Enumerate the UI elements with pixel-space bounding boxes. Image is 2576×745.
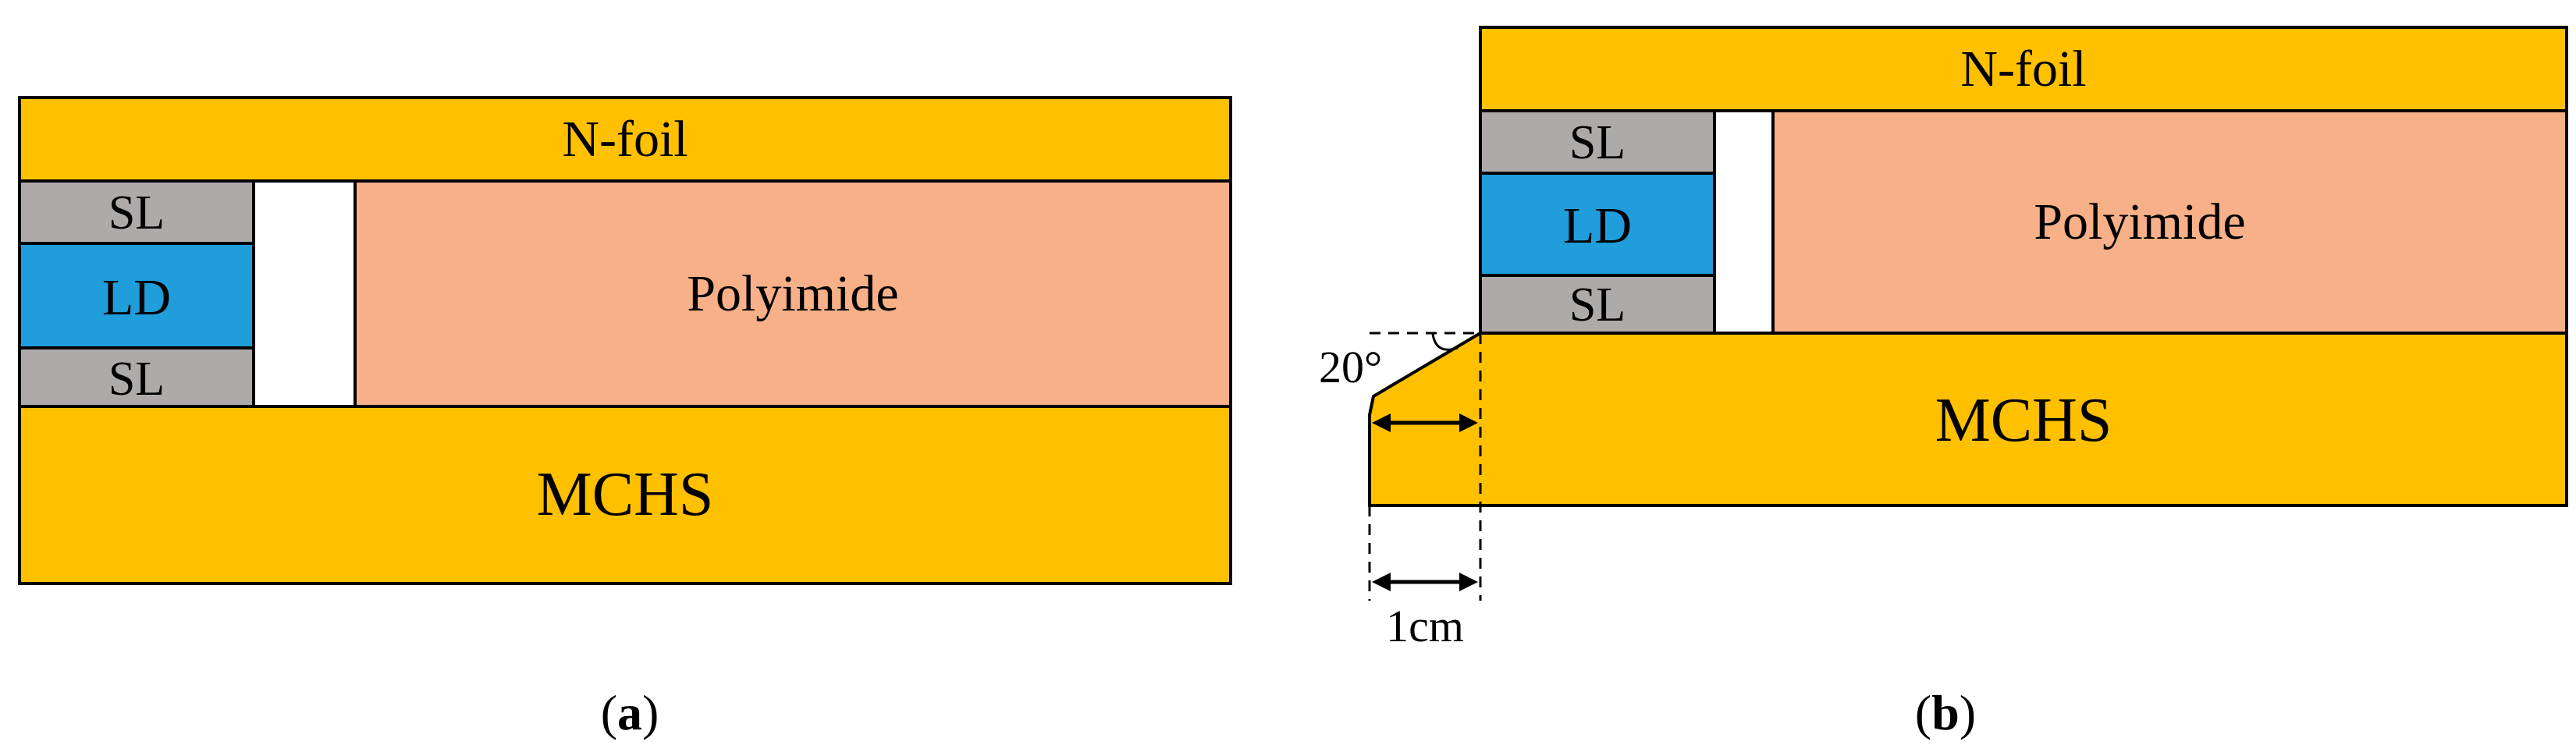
panel-a-nfoil-layer xyxy=(18,96,1232,183)
panel-a-ld-block xyxy=(18,242,255,349)
panel-a-caption-letter: a xyxy=(617,685,642,740)
panel-b-ld-label: LD xyxy=(1563,197,1632,254)
panel-a-gap xyxy=(252,179,357,408)
panel-b-mchs-label: MCHS xyxy=(1935,386,2112,455)
panel-a-sl-top-block xyxy=(18,179,255,245)
panel-b-sl-bottom-label: SL xyxy=(1569,278,1626,332)
panel-b-polyimide-layer xyxy=(1771,109,2568,335)
panel-a-caption: (a) xyxy=(601,685,659,740)
panel-b-dimension-arrow xyxy=(1372,573,1478,591)
panel-b: N-foil SL LD SL Polyimide MCHS 20° 1cm (… xyxy=(1319,26,2568,740)
panel-b-angle-label: 20° xyxy=(1319,342,1382,392)
panel-a-nfoil-label: N-foil xyxy=(562,111,688,168)
panel-b-sl-top-label: SL xyxy=(1569,116,1626,169)
panel-b-polyimide-label: Polyimide xyxy=(2034,193,2245,250)
panel-a-polyimide-layer xyxy=(354,179,1232,408)
panel-a-sl-top-label: SL xyxy=(108,186,165,239)
panel-b-caption-letter: b xyxy=(1931,685,1960,740)
panel-b-sl-top-block xyxy=(1479,109,1716,175)
panel-b-angle-arc xyxy=(1431,333,1459,351)
panel-b-caption: (b) xyxy=(1915,685,1976,740)
panel-b-dimension-label: 1cm xyxy=(1386,601,1464,651)
panel-b-sl-bottom-block xyxy=(1479,274,1716,335)
panel-b-gap xyxy=(1713,109,1775,335)
panel-a: N-foil SL LD SL Polyimide MCHS (a) xyxy=(18,96,1232,740)
panel-a-polyimide-label: Polyimide xyxy=(687,265,898,322)
panel-b-nfoil-label: N-foil xyxy=(1960,41,2086,98)
panel-a-mchs-label: MCHS xyxy=(537,460,714,529)
panel-b-inner-dimension-arrow xyxy=(1372,413,1478,432)
panel-a-sl-bottom-label: SL xyxy=(108,353,165,406)
panel-a-mchs-layer xyxy=(18,405,1232,585)
panel-a-ld-label: LD xyxy=(102,269,171,326)
